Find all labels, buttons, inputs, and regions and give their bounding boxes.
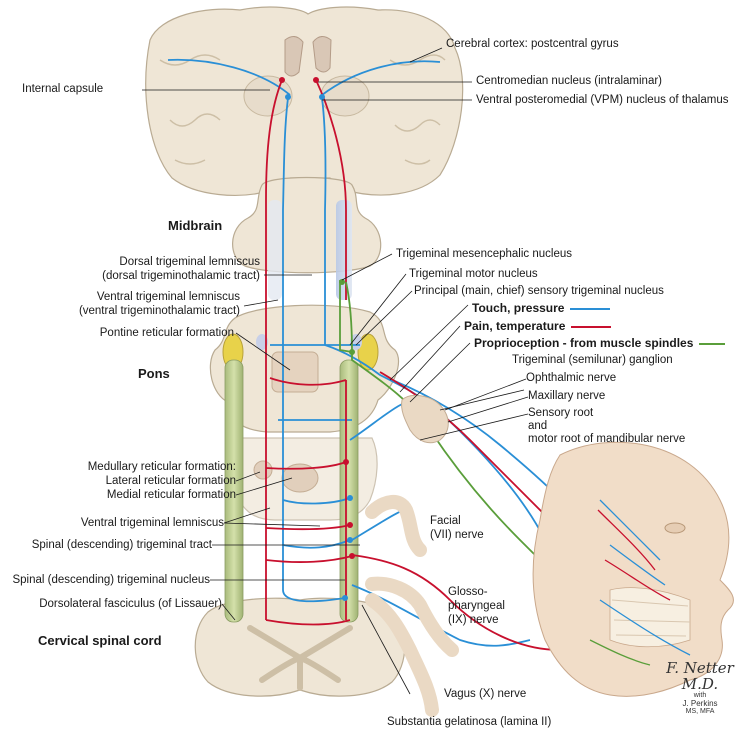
spinal-cord-section [194,597,406,697]
head-illustration [532,441,734,697]
leader-lines [142,47,529,695]
label-vpm: Ventral posteromedial (VPM) nucleus of t… [476,94,729,106]
label-lissauer: Dorsolateral fasciculus (of Lissauer) [39,598,222,610]
cranial-nerves [365,495,459,717]
signature-credentials: MS, MFA [685,708,715,715]
label-glosso-3: (IX) nerve [448,614,499,626]
label-ophthalmic: Ophthalmic nerve [526,372,617,384]
label-dorsal-lemniscus-1: Dorsal trigeminal lemniscus [119,256,260,268]
label-medullary-2: Lateral reticular formation [105,475,236,487]
legend-pain: Pain, temperature [464,319,612,333]
label-principal: Principal (main, chief) sensory trigemin… [414,285,664,297]
label-internal-capsule: Internal capsule [22,83,104,95]
label-pontine-reticular: Pontine reticular formation [99,327,234,339]
label-gelatinosa: Substantia gelatinosa (lamina II) [387,716,552,728]
label-facial-2: (VII) nerve [430,529,484,541]
section-midbrain: Midbrain [168,218,223,233]
label-facial-1: Facial [430,515,461,527]
label-ganglion: Trigeminal (semilunar) ganglion [512,354,673,366]
legend-pain-line [571,325,612,328]
legend-proprio: Proprioception - from muscle spindles [474,336,726,350]
legend-pain-text: Pain, temperature [464,319,566,333]
legend-touch-line [570,307,611,310]
label-sensory-root-2: and [528,420,548,432]
legend-proprio-line [699,342,726,345]
artist-signature: F. Netter M.D. with J. Perkins MS, MFA [662,660,738,716]
label-sensory-root-3: motor root of mandibular nerve [528,433,686,445]
label-motor-nucleus: Trigeminal motor nucleus [409,268,538,280]
synapse-markers [279,77,355,601]
label-medullary-3: Medial reticular formation [106,489,236,501]
signature-mark: F. Netter M.D. [666,659,734,693]
legend-proprio-text: Proprioception - from muscle spindles [474,336,694,350]
legend-touch: Touch, pressure [472,301,611,315]
label-ventral-lemniscus-2: (ventral trigeminothalamic tract) [78,305,240,317]
section-cervical: Cervical spinal cord [38,633,162,648]
trigeminal-ganglion [401,394,449,444]
label-cortex: Cerebral cortex: postcentral gyrus [446,38,619,50]
label-ventral-lemniscus-low: Ventral trigeminal lemniscus [80,517,224,529]
label-sensory-root-1: Sensory root [528,407,594,419]
label-glosso-1: Glosso- [448,586,488,598]
section-pons: Pons [138,366,170,381]
label-spinal-tract: Spinal (descending) trigeminal tract [31,539,212,551]
signature-with: with [693,692,707,699]
label-ventral-lemniscus-1: Ventral trigeminal lemniscus [96,291,240,303]
label-glosso-2: pharyngeal [448,600,505,612]
label-maxillary: Maxillary nerve [528,390,606,402]
label-spinal-nucleus: Spinal (descending) trigeminal nucleus [12,574,210,586]
label-dorsal-lemniscus-2: (dorsal trigeminothalamic tract) [102,270,260,282]
label-centromedian: Centromedian nucleus (intralaminar) [476,75,662,87]
coronal-brain-section [145,6,464,206]
label-vagus: Vagus (X) nerve [444,688,527,700]
pain-pathway [265,79,561,651]
signature-coauthor: J. Perkins [682,699,718,708]
legend-touch-text: Touch, pressure [472,301,565,315]
label-mesencephalic: Trigeminal mesencephalic nucleus [396,248,572,260]
label-medullary-1: Medullary reticular formation: [87,461,236,473]
